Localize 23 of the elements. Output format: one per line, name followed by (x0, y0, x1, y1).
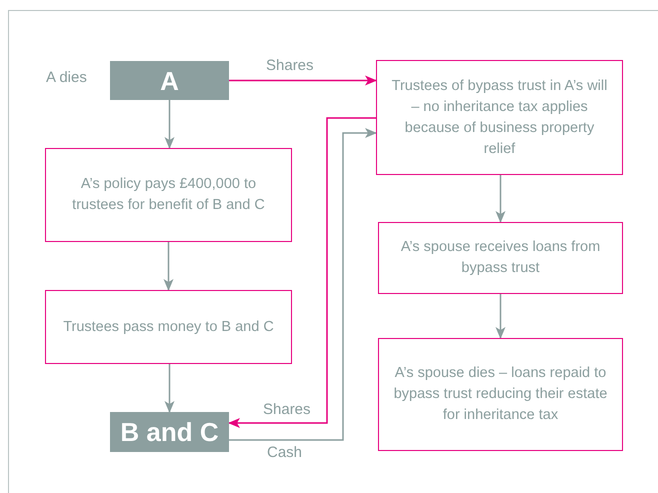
party-name: A (160, 68, 179, 94)
party-box (110, 61, 229, 100)
party-name: B and C (120, 419, 219, 445)
arrow (229, 76, 377, 86)
edge-label: Shares (261, 402, 313, 417)
event-label: A dies (46, 70, 87, 85)
arrow (164, 364, 174, 413)
arrow (496, 175, 506, 223)
process-box (378, 338, 623, 451)
process-box (45, 148, 292, 242)
process-box (376, 60, 623, 175)
step-text: A’s policy pays £400,000 to trustees for benefit of B and C (71, 175, 266, 215)
step-text: A’s spouse dies – loans repaid to bypass trust reducing their estate for inheritance tax (392, 364, 608, 425)
arrow (164, 242, 174, 291)
process-box (45, 290, 292, 364)
process-box (378, 222, 623, 294)
step-text: A’s spouse receives loans from bypass trust (400, 238, 602, 278)
party-box (110, 412, 229, 452)
edge-label: Shares (264, 58, 316, 73)
arrow (164, 100, 174, 149)
step-text: Trustees of bypass trust in A’s will – no inheritance tax applies because of business property relief (390, 76, 608, 158)
step-text: Trustees pass money to B and C (63, 318, 274, 336)
arrow (496, 294, 506, 339)
